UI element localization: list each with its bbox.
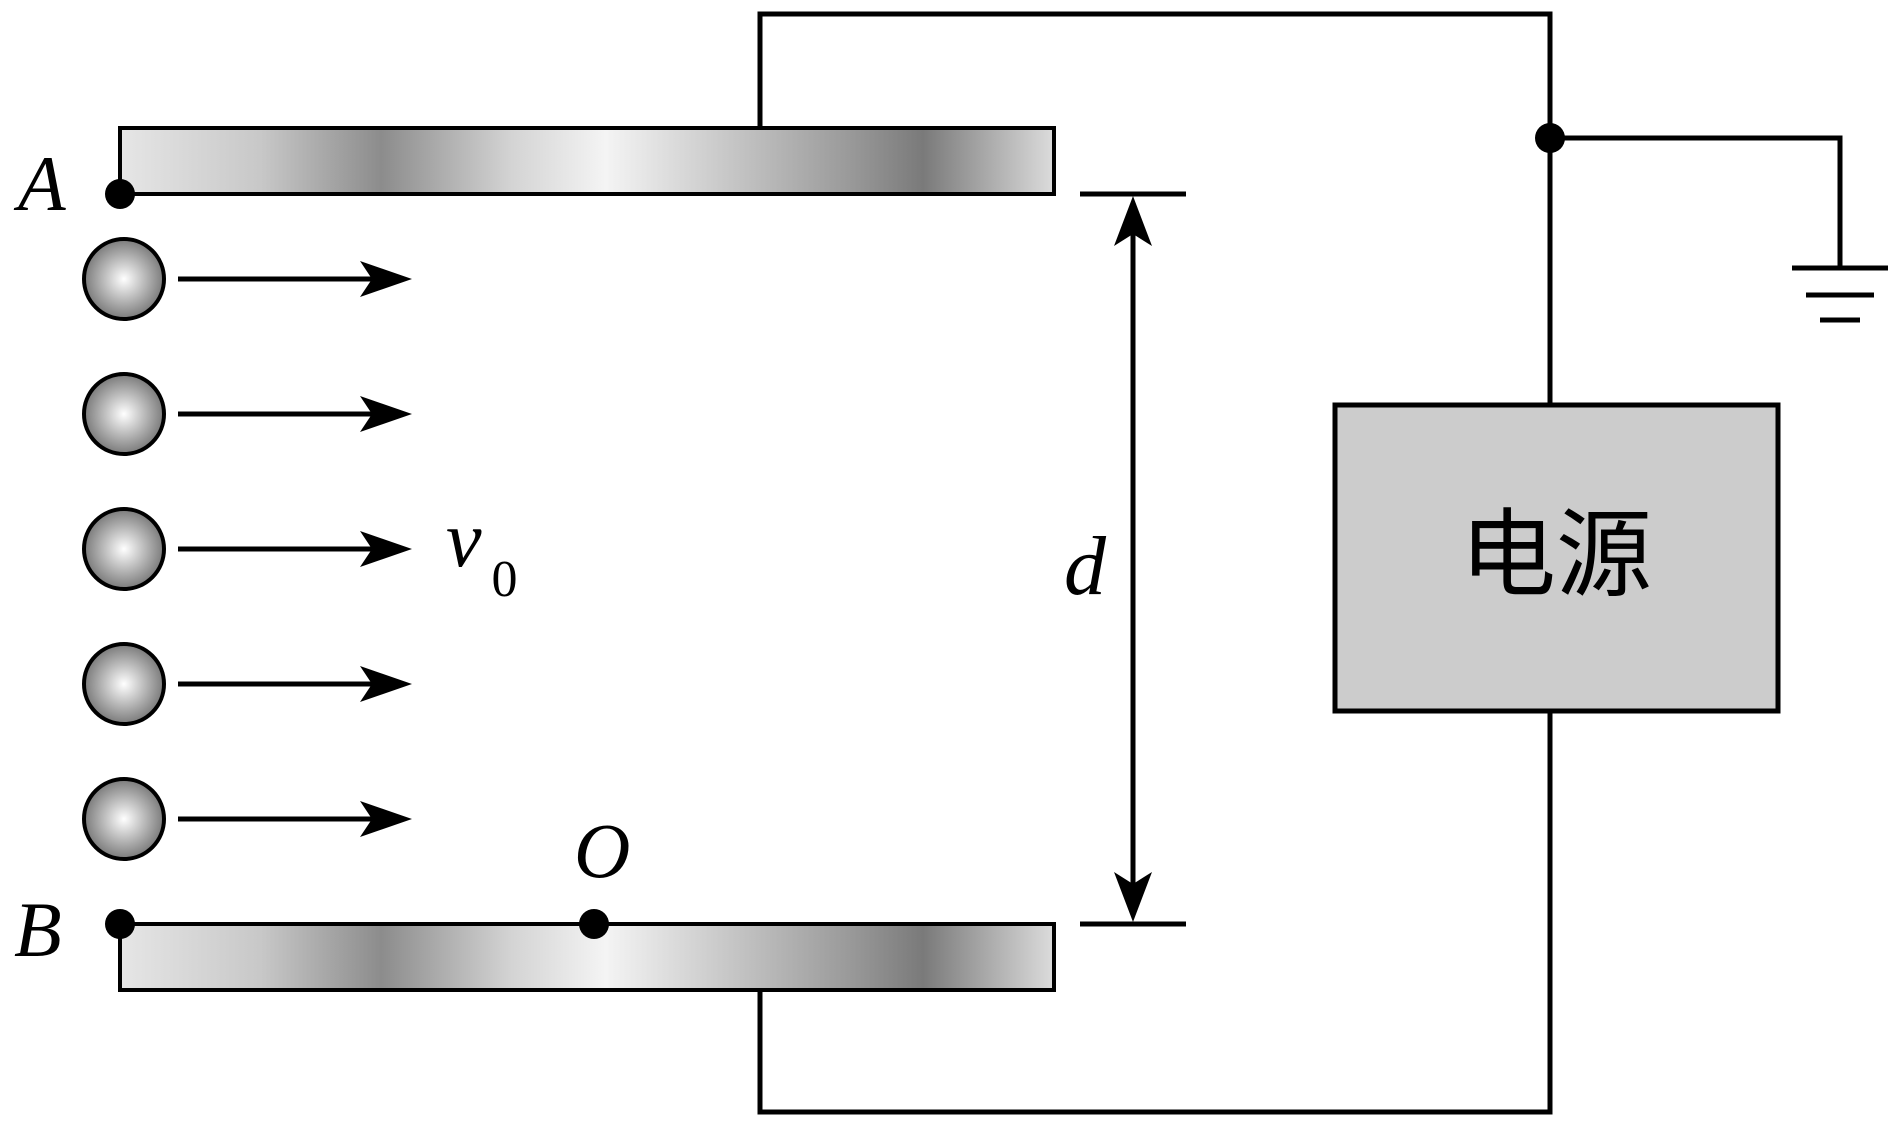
- junction-dot: [1535, 123, 1565, 153]
- label-o: O: [574, 807, 630, 894]
- particle-group: [82, 237, 412, 861]
- particle-ball-icon: [82, 372, 166, 456]
- velocity-arrow-head-icon: [360, 261, 412, 297]
- separation-dimension: [1080, 191, 1186, 927]
- velocity-arrow-head-icon: [360, 531, 412, 567]
- label-d: d: [1064, 520, 1107, 613]
- particle-ball-icon: [82, 237, 166, 321]
- velocity-arrow-head-icon: [360, 801, 412, 837]
- power-source-label: 电源: [1460, 499, 1652, 611]
- velocity-symbol: v: [446, 496, 482, 584]
- bottom-wire: [757, 708, 1553, 1115]
- dimension-arrow-up-icon: [1114, 196, 1152, 246]
- ground-symbol-icon: [1792, 265, 1888, 323]
- point-a-dot: [105, 179, 135, 209]
- ground-wire: [1547, 135, 1843, 271]
- dimension-arrow-down-icon: [1114, 872, 1152, 922]
- velocity-arrow-head-icon: [360, 396, 412, 432]
- velocity-arrow-head-icon: [360, 666, 412, 702]
- point-o-dot: [579, 909, 609, 939]
- velocity-subscript: 0: [492, 551, 518, 608]
- plate-a: [118, 126, 1056, 196]
- label-a: A: [13, 140, 66, 227]
- particle-ball-icon: [82, 777, 166, 861]
- particle-ball-icon: [82, 507, 166, 591]
- point-b-dot: [105, 909, 135, 939]
- label-b: B: [14, 886, 62, 973]
- top-wire: [757, 11, 1553, 408]
- power-source-box: [1332, 402, 1781, 714]
- particle-ball-icon: [82, 642, 166, 726]
- velocity-label: v 0: [446, 496, 518, 608]
